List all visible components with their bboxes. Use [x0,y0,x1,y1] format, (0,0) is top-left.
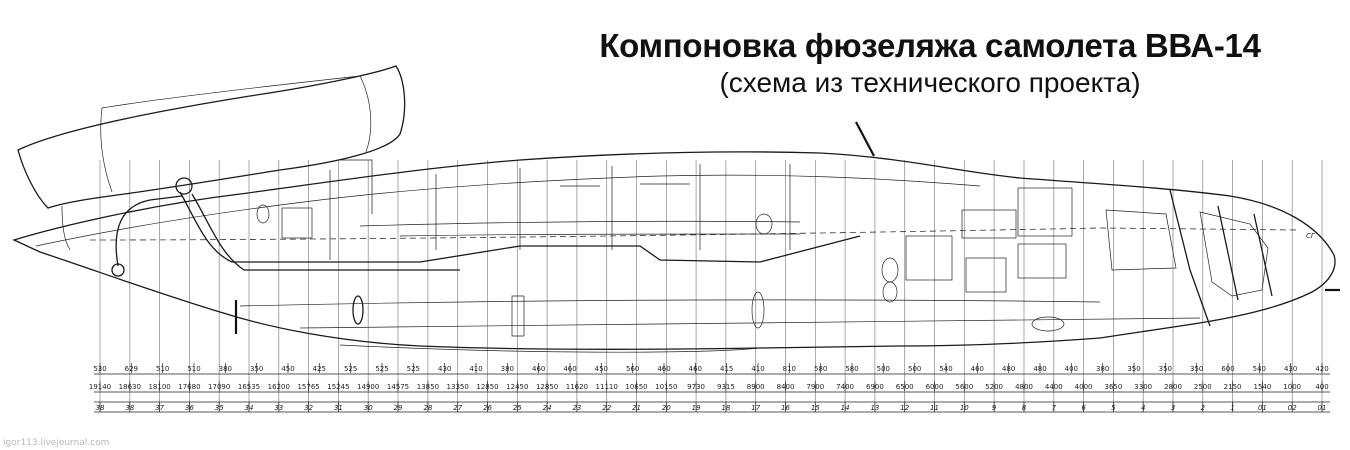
frame-lines [99,160,1323,412]
axis-label: СГ [1306,232,1316,240]
title-block: Компоновка фюзеляжа самолета ВВА-14 (схе… [580,26,1280,100]
antenna-mast [855,121,875,157]
page-title: Компоновка фюзеляжа самолета ВВА-14 [599,27,1261,64]
cockpit-glazing [1105,189,1340,327]
internal-equipment [89,159,1301,337]
fuselage-outline [12,151,1336,353]
page-subtitle: (схема из технического проекта) [719,67,1141,98]
engine-nacelle [17,65,406,251]
watermark: igor113.livejournal.com [3,438,110,448]
